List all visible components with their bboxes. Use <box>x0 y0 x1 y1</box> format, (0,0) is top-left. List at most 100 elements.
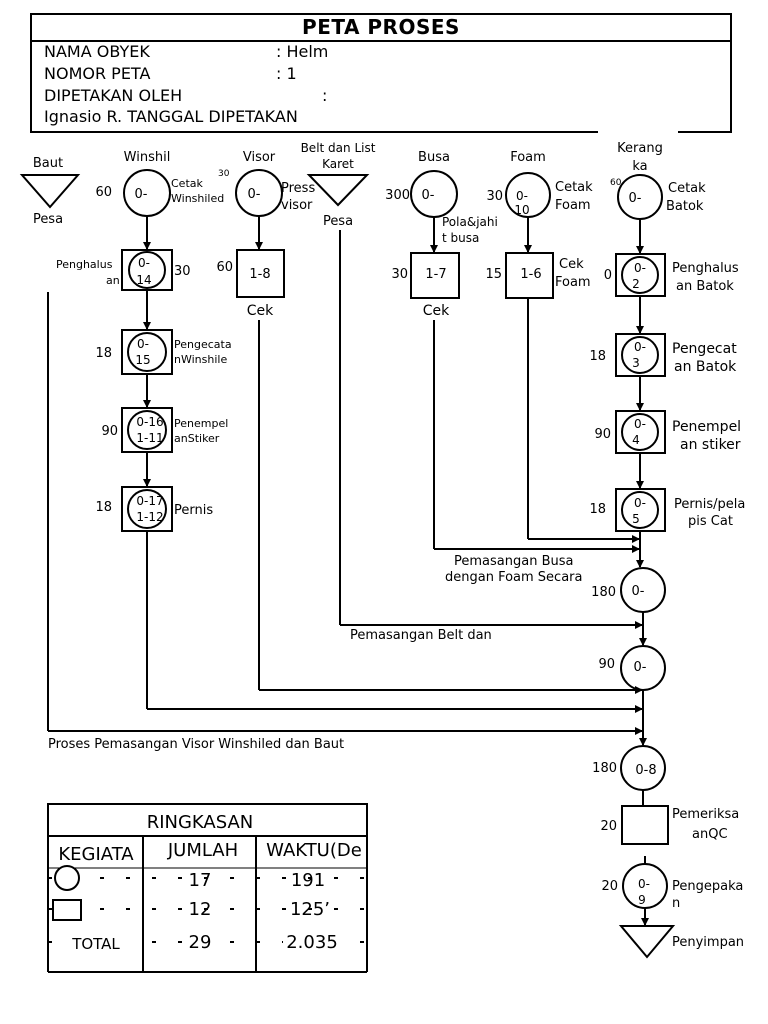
qc-time: 20 <box>600 819 617 834</box>
summary-header-count: JUMLAH <box>167 840 238 861</box>
winshil-op4-code2: 1-11 <box>136 431 163 445</box>
busa-insp-time: 30 <box>391 267 408 282</box>
summary-total-time-bg <box>283 932 341 952</box>
foam-op1-desc2: Foam <box>555 198 591 213</box>
winshil-op4-time: 90 <box>101 424 118 439</box>
visor-insp-box <box>236 249 285 298</box>
foam-insp-box <box>505 252 554 299</box>
winshil-op2-desc2: an <box>106 274 120 287</box>
summary-insp-count: 12 <box>189 899 212 920</box>
belt-title-1: Belt dan List <box>301 141 376 155</box>
header-value-author: : <box>322 86 328 105</box>
foam-op1-code1: 0- <box>516 189 528 203</box>
busa-op1-time: 300 <box>385 188 410 203</box>
assembly-busa-label-2: dengan Foam Secara <box>445 570 582 585</box>
belt-sub: Pesa <box>323 214 353 229</box>
winshil-op3-desc1: Pengecata <box>174 338 232 351</box>
winshil-op2-code1: 0- <box>138 256 150 270</box>
foam-insp-time: 15 <box>485 267 502 282</box>
assembly-busa-label-1: Pemasangan Busa <box>454 554 573 569</box>
winshil-op5-code2: 1-12 <box>136 510 163 524</box>
kerangka-op1-desc2: Batok <box>666 199 704 214</box>
kerangka-op5-desc1: Pernis/pela <box>674 497 745 512</box>
winshil-op4-desc1: Penempel <box>174 417 228 430</box>
kerangka-op2-time: 0 <box>604 268 612 283</box>
foam-insp-code: 1-6 <box>520 267 541 282</box>
assembly-op-a-code: 0- <box>632 584 645 599</box>
kerangka-op3-code1: 0- <box>634 340 646 354</box>
kerangka-op3-circle <box>621 336 659 374</box>
storage-desc: Penyimpan <box>672 935 744 950</box>
summary-operation-icon <box>54 865 80 891</box>
pack-time: 20 <box>601 879 618 894</box>
foam-op1-time: 30 <box>486 189 503 204</box>
header-label-object: NAMA OBYEK <box>44 42 150 61</box>
busa-insp-label: Cek <box>423 303 450 319</box>
summary-header-time: WAKTU(De <box>266 840 362 861</box>
header-box: PETA PROSES NAMA OBYEK : Helm NOMOR PETA… <box>30 13 732 133</box>
foam-op1-code2: 10 <box>514 203 529 217</box>
busa-title: Busa <box>418 150 450 165</box>
assembly-op-c-code: 0-8 <box>635 763 656 778</box>
winshil-title: Winshil <box>124 150 171 165</box>
visor-insp-code: 1-8 <box>249 267 270 282</box>
assembly-op-c-time: 180 <box>592 761 617 776</box>
assembly-visor-label: Proses Pemasangan Visor Winshiled dan Ba… <box>48 737 344 752</box>
kerangka-op4-desc1: Penempel <box>672 419 741 435</box>
summary-total-count: 29 <box>189 932 212 953</box>
summary-title: RINGKASAN <box>147 812 254 833</box>
winshil-op5-code1: 0-17 <box>136 494 163 508</box>
foam-title: Foam <box>510 150 546 165</box>
kerangka-op2-desc2: an Batok <box>676 279 734 294</box>
assembly-op-b-code: 0- <box>634 660 647 675</box>
kerangka-op4-time: 90 <box>594 427 611 442</box>
header-gap <box>598 128 678 136</box>
assembly-belt-label: Pemasangan Belt dan <box>350 628 492 643</box>
baut-storage-symbol <box>19 174 81 209</box>
summary-title-box <box>47 803 368 837</box>
winshil-op1-desc2: Winshiled <box>171 192 224 205</box>
winshil-op4-code1: 0-16 <box>136 415 163 429</box>
summary-total-label: TOTAL <box>71 935 120 953</box>
winshil-op1-desc1: Cetak <box>171 177 204 190</box>
winshil-op3-time: 18 <box>95 346 112 361</box>
winshil-op5-circle <box>127 489 167 529</box>
kerangka-op3-time: 18 <box>589 349 606 364</box>
winshil-op3-code2: 15 <box>135 353 150 367</box>
pack-code2: 9 <box>638 893 646 907</box>
assembly-op-b-time: 90 <box>598 657 615 672</box>
busa-op1-desc2: t busa <box>442 231 479 245</box>
busa-insp-box <box>410 252 460 299</box>
kerangka-op1-code: 0- <box>629 191 642 206</box>
summary-total-bg <box>60 932 132 952</box>
winshil-op5-desc1: Pernis <box>174 503 213 518</box>
winshil-op1-code: 0- <box>135 187 148 202</box>
kerangka-op4-code1: 0- <box>634 417 646 431</box>
kerangka-op2-circle <box>621 256 659 294</box>
visor-op1-code: 0- <box>248 187 261 202</box>
kerangka-op5-time: 18 <box>589 502 606 517</box>
assembly-op-a-time: 180 <box>591 585 616 600</box>
winshil-op3-code1: 0- <box>137 337 149 351</box>
baut-title: Baut <box>33 156 63 171</box>
summary-insp-time: 125’ <box>290 899 330 920</box>
summary-op-time: 191 <box>291 870 325 891</box>
summary-inspection-icon <box>52 899 82 921</box>
busa-op1-desc1: Pola&jahi <box>442 215 498 229</box>
storage-symbol <box>618 925 676 959</box>
winshil-op2-circle <box>128 251 166 289</box>
kerangka-op2-code1: 0- <box>634 261 646 275</box>
visor-op1-desc1: Press <box>281 181 315 196</box>
foam-op1-desc1: Cetak <box>555 180 593 195</box>
kerangka-op5-code2: 5 <box>632 512 640 526</box>
kerangka-op3-code2: 3 <box>632 356 640 370</box>
visor-op1-time: 30 <box>218 169 230 179</box>
winshil-op4-desc2: anStiker <box>174 432 220 445</box>
qc-desc1: Pemeriksa <box>672 807 739 822</box>
kerangka-op1-desc1: Cetak <box>668 181 706 196</box>
kerangka-op3-desc2: an Batok <box>674 359 737 375</box>
qc-desc2: anQC <box>692 827 728 842</box>
summary-op-count: 17 <box>189 870 212 891</box>
header-label-author: DIPETAKAN OLEH <box>44 86 183 105</box>
